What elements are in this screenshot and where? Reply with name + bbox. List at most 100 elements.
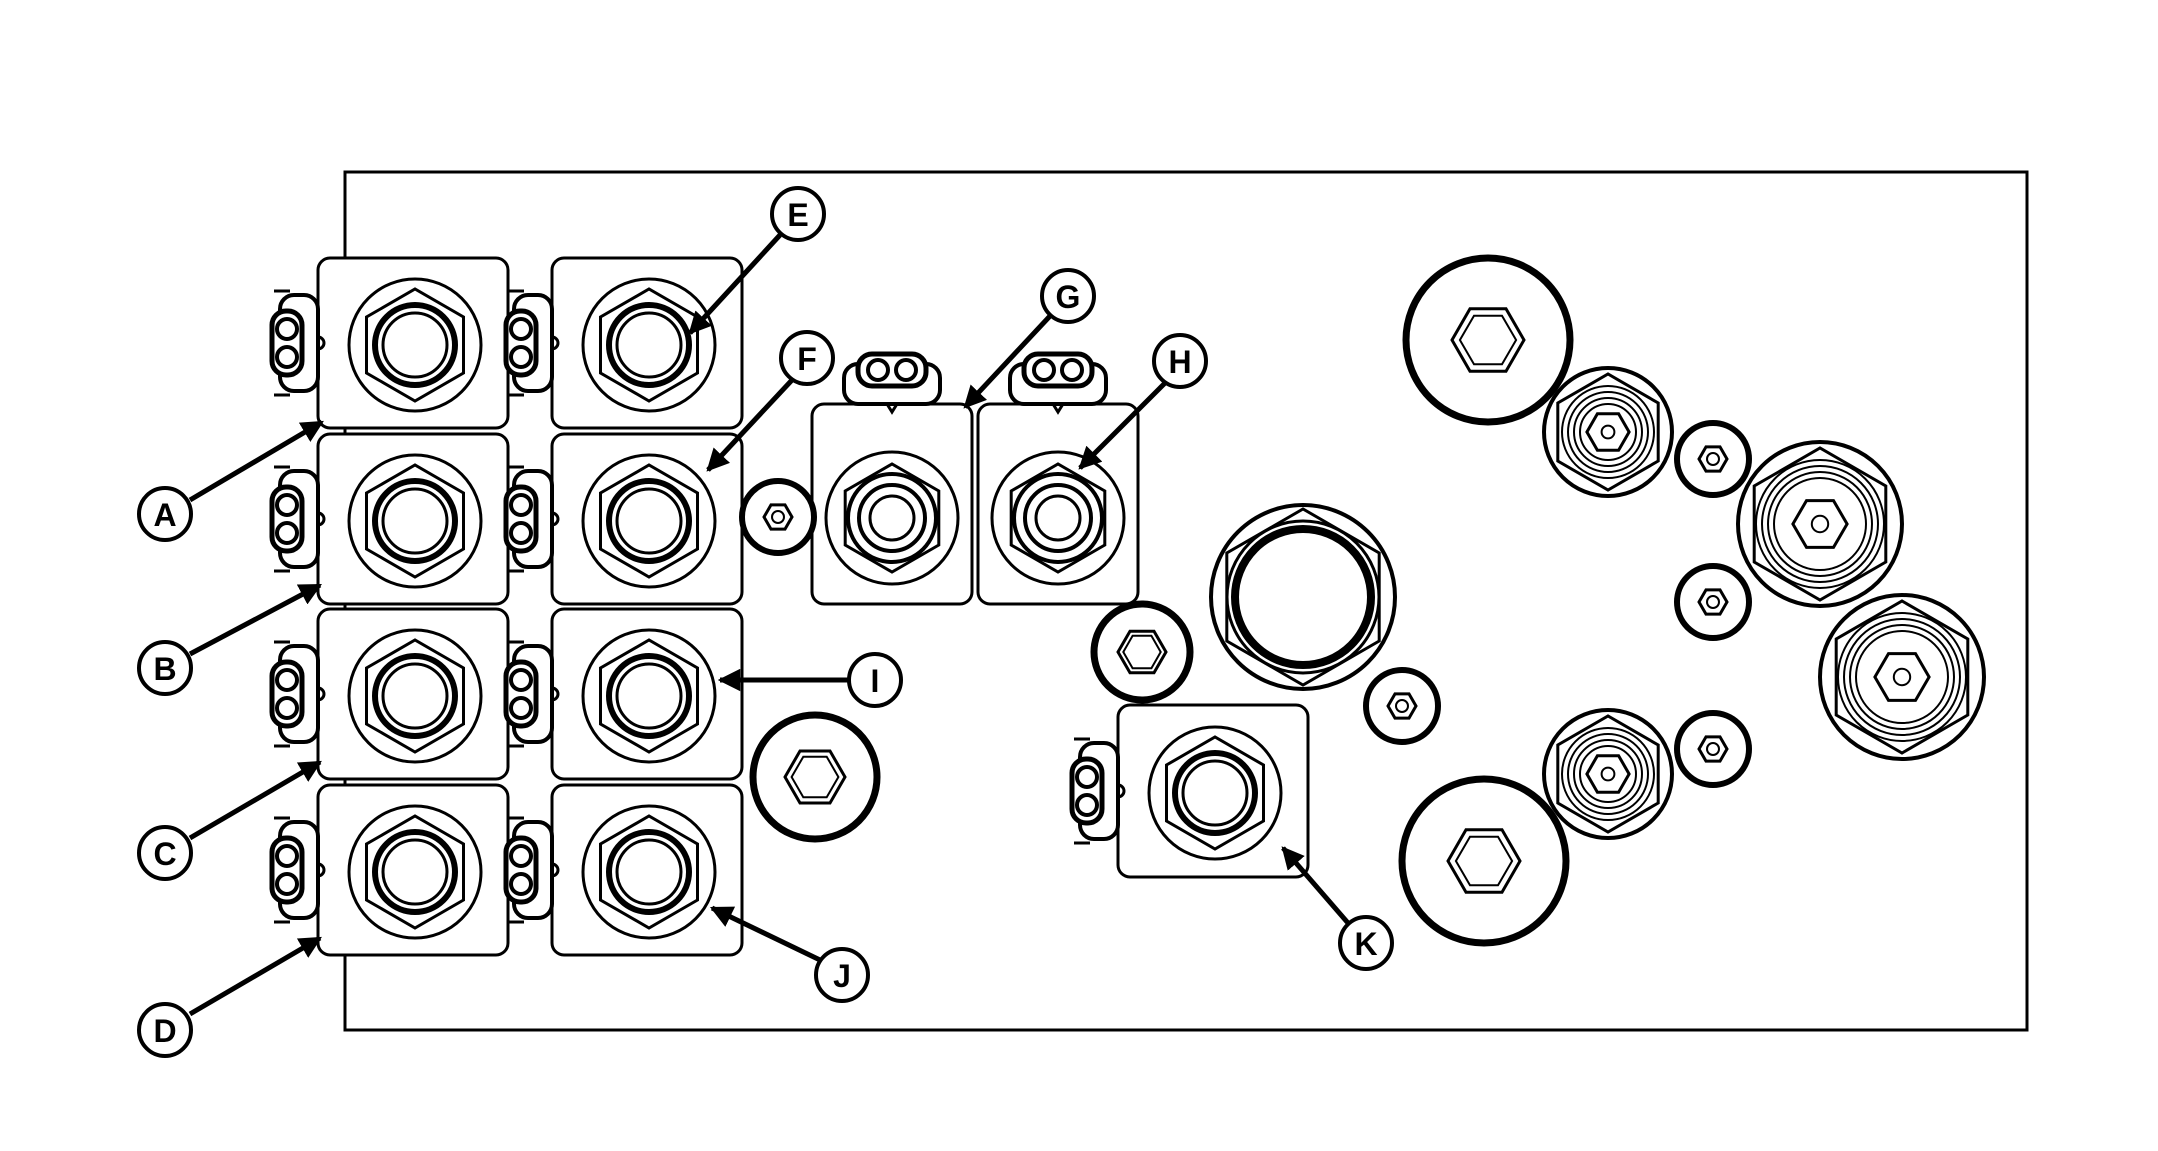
thread-ring: [1561, 385, 1655, 479]
coil-cap: [1172, 750, 1258, 836]
hex-socket-inner: [1454, 835, 1514, 887]
valve-flange: [1147, 725, 1283, 861]
coil-cap: [606, 478, 692, 564]
port-outer: [739, 478, 817, 556]
hex-nut: [599, 814, 699, 930]
callout-B: B: [137, 640, 193, 696]
callout-leaders: [188, 233, 1350, 1017]
coil-cap-inner: [615, 662, 683, 730]
coil-ring: [1012, 472, 1104, 564]
connector-pin: [1075, 793, 1099, 817]
port-outer: [1674, 710, 1752, 788]
plug-small: [1674, 710, 1752, 788]
hex-socket-inner: [1122, 634, 1162, 670]
thread-ring: [1837, 612, 1967, 742]
coil-cap-inner: [615, 311, 683, 379]
connector-pin: [1032, 358, 1056, 382]
connector-pin: [509, 493, 533, 517]
connector: [269, 289, 326, 397]
leader-d: [188, 935, 322, 1017]
socket-center: [1600, 766, 1616, 782]
callout-label-c: C: [153, 836, 176, 872]
callout-K: K: [1338, 915, 1394, 971]
connector-pin: [509, 345, 533, 369]
leader-k: [1281, 846, 1350, 925]
valve-flange: [347, 804, 483, 940]
connector-pin: [894, 358, 918, 382]
fitting: [1542, 708, 1674, 840]
coil-cap: [372, 478, 458, 564]
fitting: [1736, 440, 1904, 608]
callout-label-i: I: [871, 663, 880, 699]
socket-center: [1395, 699, 1409, 713]
plug-medium: [1090, 600, 1194, 704]
coil-cap-inner: [381, 662, 449, 730]
fitting-socket: [1873, 652, 1931, 702]
callout-H: H: [1152, 333, 1208, 389]
thread-ring: [1855, 630, 1949, 724]
connector: [269, 465, 326, 573]
port-outer: [1398, 775, 1570, 947]
hex-socket: [1697, 588, 1729, 616]
hex-nut: [365, 287, 465, 403]
coil-ring: [857, 483, 927, 553]
valve-flange: [824, 450, 960, 586]
connector-pin: [275, 521, 299, 545]
callout-label-k: K: [1354, 926, 1377, 962]
solenoid-valve: [316, 256, 510, 430]
connector: [269, 640, 326, 748]
fitting-outer: [1542, 708, 1674, 840]
callout-E: E: [770, 186, 826, 242]
port-bore: [1231, 525, 1375, 669]
callout-label-a: A: [153, 497, 176, 533]
connector-pin: [509, 317, 533, 341]
fitting-outer: [1542, 366, 1674, 498]
leader-g: [963, 314, 1052, 409]
port-outer: [1363, 667, 1441, 745]
solenoid-valve: [550, 783, 744, 957]
hex-socket: [1450, 307, 1526, 373]
thread-ring: [1567, 391, 1649, 473]
connector: [1008, 351, 1108, 415]
hex-nut: [365, 463, 465, 579]
valve-flange: [990, 450, 1126, 586]
callout-label-g: G: [1056, 279, 1081, 315]
connector-tab: [317, 862, 326, 878]
connector-pin: [275, 493, 299, 517]
fitting-socket: [1791, 499, 1849, 549]
valve-flange: [581, 628, 717, 764]
main-port: [1209, 503, 1397, 691]
socket-center: [1706, 595, 1720, 609]
solenoid-valve: [550, 432, 744, 606]
callout-label-b: B: [153, 651, 176, 687]
thread-ring: [1761, 465, 1879, 583]
solenoid-valve: [316, 783, 510, 957]
hex-nut: [1009, 462, 1107, 574]
fitting-socket: [1585, 412, 1631, 452]
connector-pin: [509, 844, 533, 868]
thread-ring: [1573, 739, 1643, 809]
hex-nut: [365, 814, 465, 930]
connector-pin: [509, 668, 533, 692]
callout-label-e: E: [787, 197, 808, 233]
valve-flange: [347, 453, 483, 589]
plug-small: [1363, 667, 1441, 745]
coil-cap: [372, 302, 458, 388]
thread-ring: [1579, 745, 1637, 803]
solenoid-valve: [550, 607, 744, 781]
solenoid-valves: [269, 256, 1310, 957]
coil-cap-inner: [615, 487, 683, 555]
coil-cap: [606, 302, 692, 388]
fitting: [1542, 366, 1674, 498]
connector: [503, 289, 560, 397]
hex-socket: [1116, 629, 1168, 675]
thread-ring: [1849, 624, 1955, 730]
coil-cap-inner: [381, 838, 449, 906]
plug-small: [1674, 563, 1752, 641]
thread-ring: [1567, 733, 1649, 815]
hex-nut: [843, 462, 941, 574]
connector-tab: [317, 335, 326, 351]
callout-I: I: [847, 652, 903, 708]
coil-cap: [606, 829, 692, 915]
fitting-hex: [1556, 714, 1660, 834]
